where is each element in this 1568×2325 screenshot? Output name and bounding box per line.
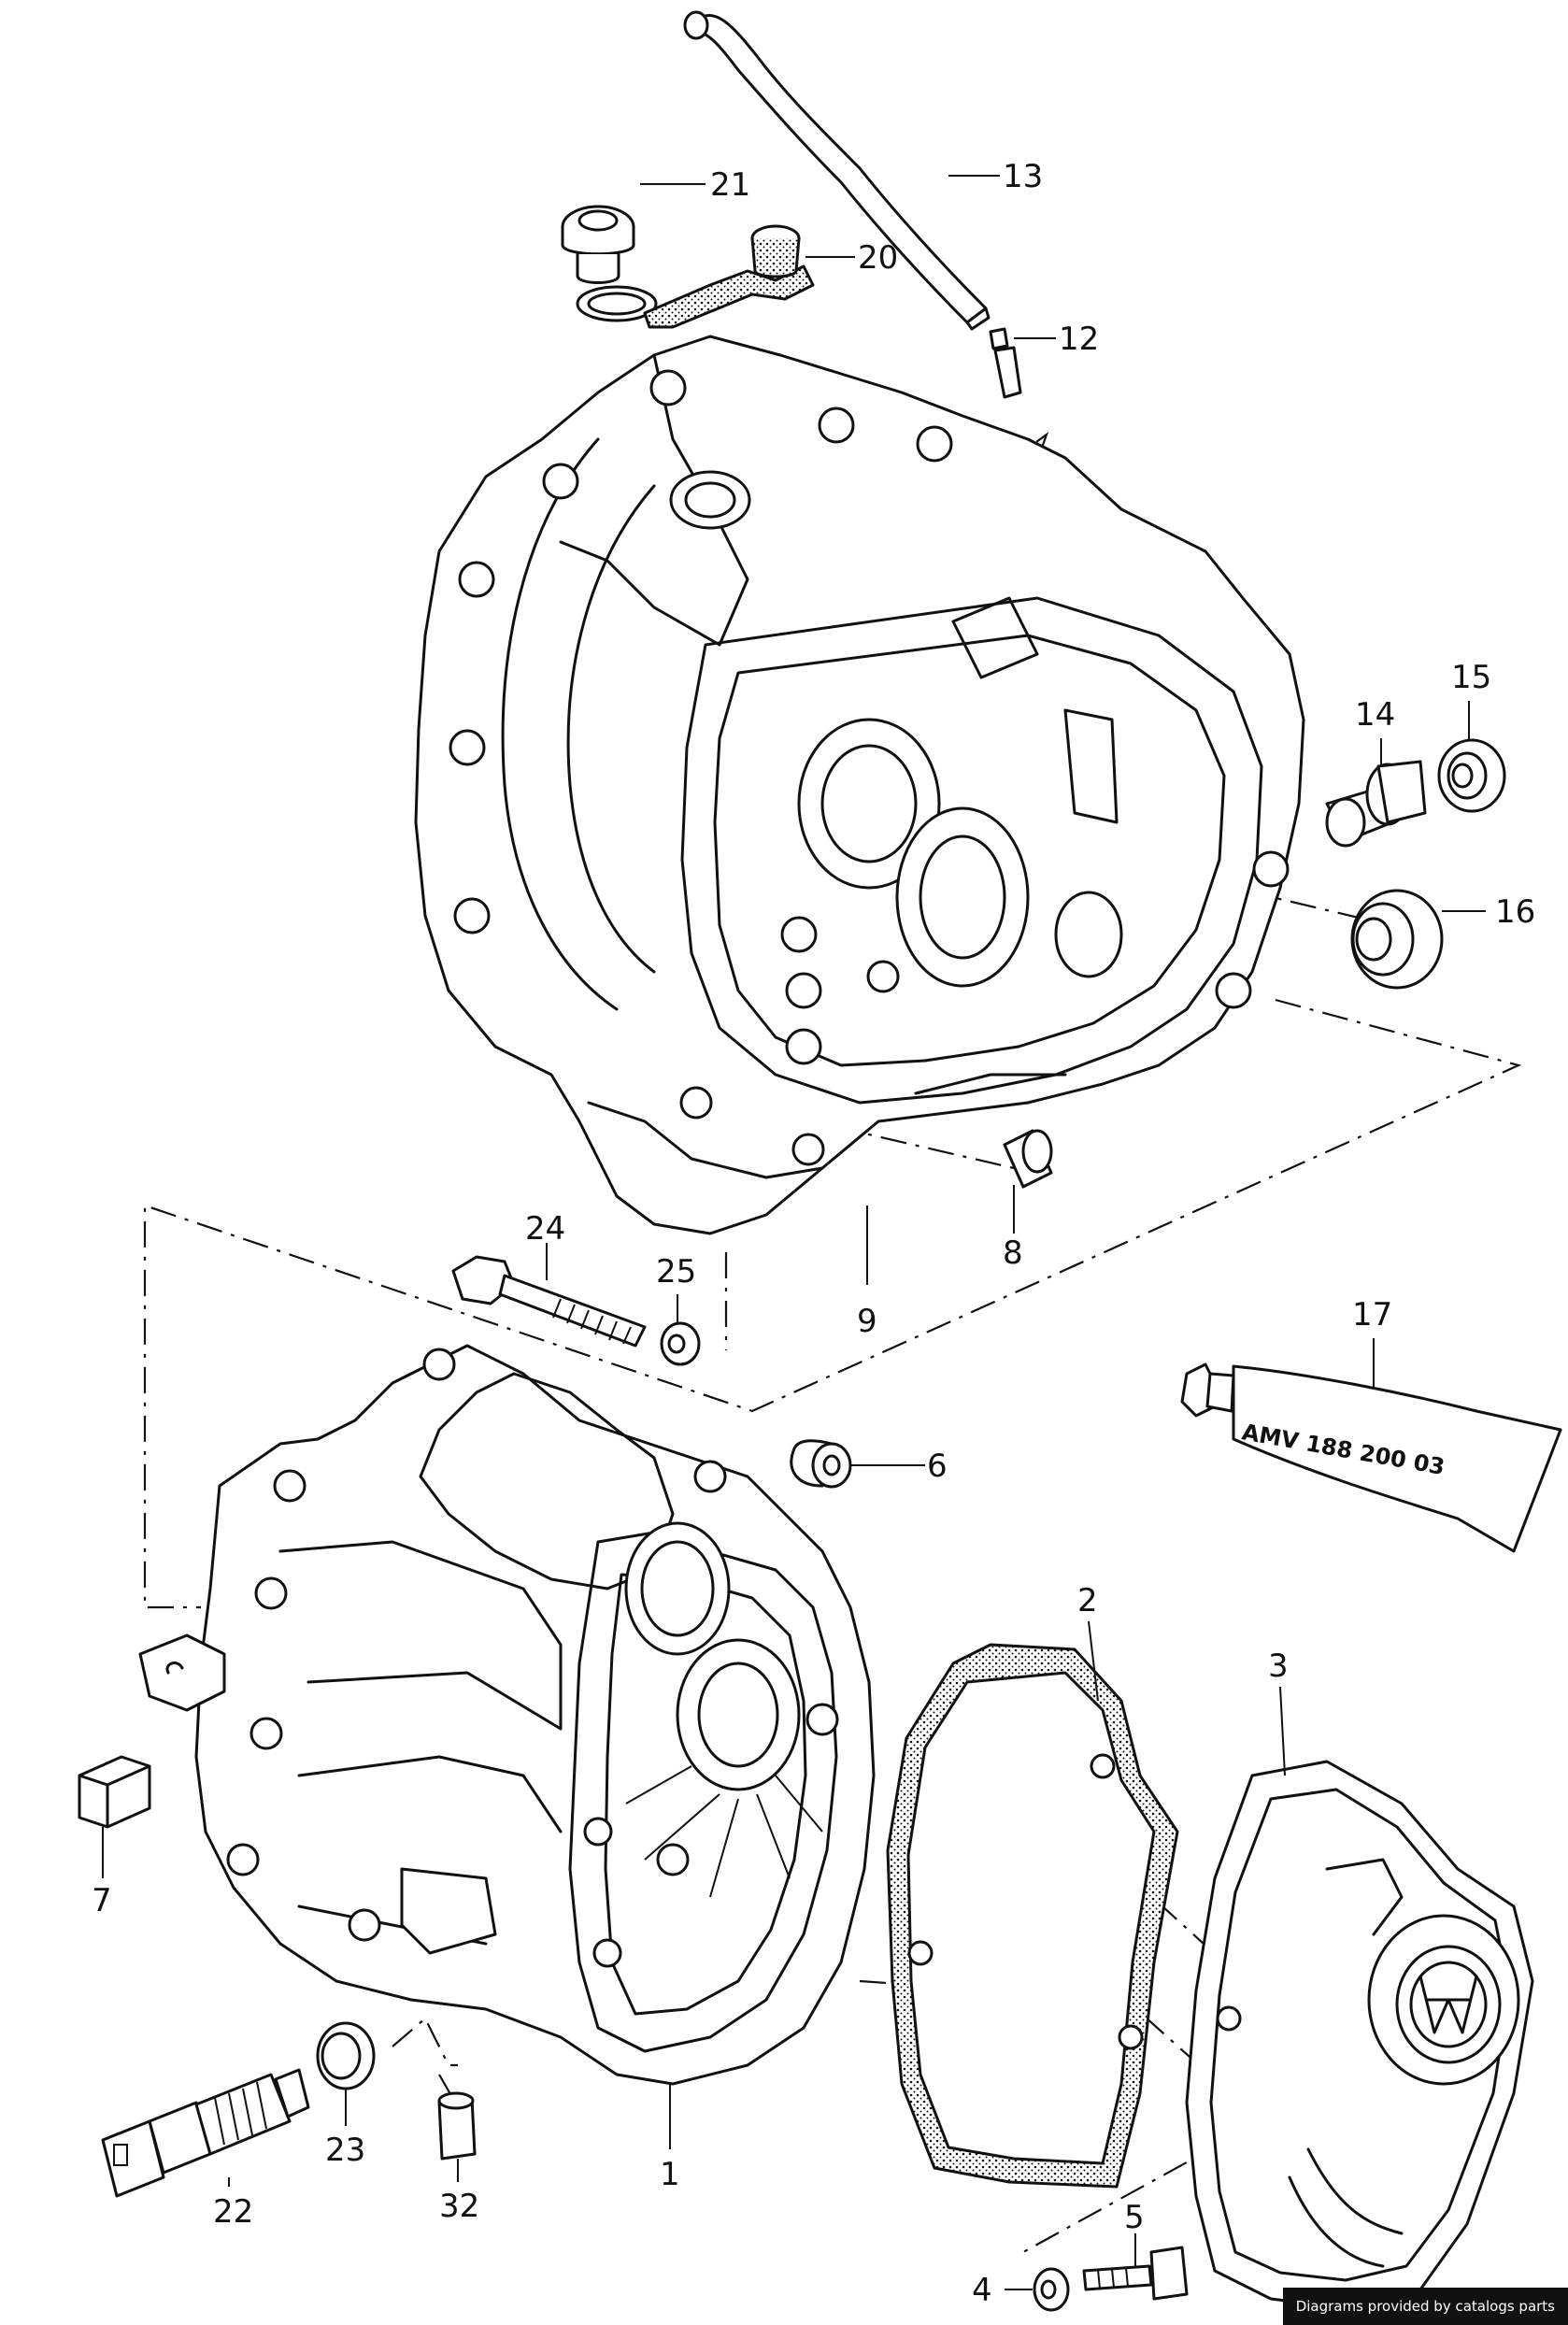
label-14: 14 (1355, 696, 1395, 734)
label-8: 8 (1003, 1234, 1023, 1272)
label-3: 3 (1268, 1647, 1289, 1685)
label-22: 22 (213, 2193, 253, 2231)
cover-gasket (886, 1643, 1179, 2189)
lower-gearbox-housing (138, 1344, 876, 2086)
bolt-24 (451, 1255, 647, 1348)
bracket-20 (643, 224, 815, 329)
sleeve-8 (1003, 1129, 1053, 1189)
label-12: 12 (1059, 321, 1099, 358)
upper-gearbox-housing (414, 335, 1305, 1235)
label-6: 6 (927, 1448, 948, 1485)
label-20: 20 (858, 239, 898, 277)
rubber-block-7 (78, 1755, 151, 1829)
label-1: 1 (660, 2156, 680, 2193)
label-23: 23 (325, 2132, 365, 2169)
washer-23 (316, 2021, 376, 2090)
spring-6 (790, 1439, 852, 1489)
seal-16 (1350, 889, 1444, 990)
label-2: 2 (1077, 1582, 1098, 1619)
label-17: 17 (1352, 1296, 1392, 1334)
washer-25 (660, 1321, 701, 1366)
label-4: 4 (972, 2272, 992, 2309)
breather-nozzle-12 (989, 327, 1022, 399)
shaft-14 (1325, 760, 1427, 848)
label-25: 25 (656, 1253, 696, 1291)
sensor-22 (101, 2068, 310, 2198)
washer-4 (1033, 2267, 1070, 2312)
tube-17: AMV 188 200 03 (1180, 1362, 1562, 1553)
seal-15 (1437, 738, 1506, 813)
label-5: 5 (1124, 2199, 1145, 2236)
label-32: 32 (439, 2188, 479, 2225)
seal-ring-21 (576, 285, 658, 322)
plug-32 (437, 2091, 477, 2161)
label-16: 16 (1495, 893, 1535, 931)
label-24: 24 (525, 1210, 565, 1248)
leader-lines (102, 175, 1486, 2290)
callout-labels: 21 20 13 12 14 15 16 8 9 24 25 6 17 2 3 … (92, 158, 1535, 2309)
label-7: 7 (92, 1882, 112, 1919)
credits-footer: Diagrams provided by catalogs parts (1282, 2288, 1568, 2325)
label-13: 13 (1003, 158, 1043, 195)
breather-hose-13 (683, 10, 991, 331)
label-15: 15 (1451, 659, 1491, 696)
gearbox-cover (1185, 1760, 1534, 2310)
label-21: 21 (710, 166, 750, 204)
drain-plug-21 (561, 205, 635, 284)
label-9: 9 (857, 1303, 877, 1340)
bolt-5 (1082, 2246, 1189, 2301)
